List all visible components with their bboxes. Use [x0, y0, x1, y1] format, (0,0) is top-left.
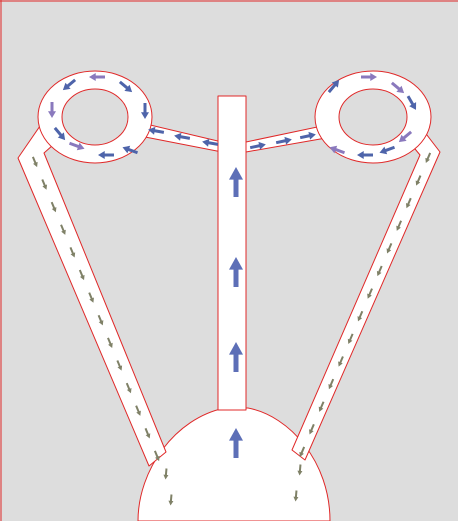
central-stem-channel: [218, 96, 246, 410]
